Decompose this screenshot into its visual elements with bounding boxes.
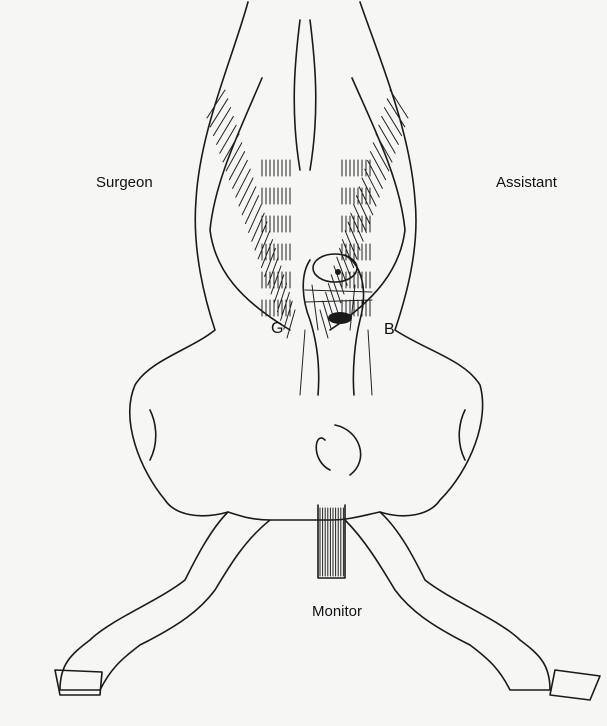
hatch-stroke	[255, 222, 267, 250]
hatch-stroke	[249, 204, 262, 232]
rump-curves	[150, 410, 465, 475]
right-leg	[345, 512, 550, 690]
hatch-stroke	[365, 169, 379, 197]
hatch-stroke	[362, 178, 376, 206]
muscle-hatching-left	[207, 90, 295, 338]
hatch-stroke	[223, 134, 239, 162]
hatch-stroke	[207, 90, 225, 118]
hatch-stroke	[268, 257, 278, 285]
hatch-stroke	[239, 178, 253, 206]
hatch-stroke	[229, 152, 244, 180]
lumen-inner	[328, 312, 352, 324]
g-label: G	[271, 321, 283, 337]
hatch-stroke	[242, 187, 256, 215]
marker-dot	[335, 269, 341, 275]
back-ridge	[294, 20, 316, 170]
assistant-label: Assistant	[496, 175, 557, 190]
hatch-stroke	[220, 125, 236, 153]
hatch-stroke	[258, 231, 270, 259]
hatch-stroke	[379, 125, 395, 153]
hatch-stroke	[236, 169, 250, 197]
hatch-stroke	[217, 116, 234, 144]
hatch-stroke	[351, 213, 363, 241]
left-leg	[60, 512, 270, 690]
hatch-stroke	[233, 160, 248, 188]
hatch-stroke	[245, 196, 258, 224]
surgeon-label: Surgeon	[96, 175, 153, 190]
hatch-stroke	[370, 152, 385, 180]
hatch-stroke	[382, 116, 399, 144]
hatch-stroke	[271, 266, 281, 294]
hatch-stroke	[342, 240, 353, 268]
hatch-stroke	[213, 108, 230, 136]
b-label: B	[384, 322, 395, 338]
hatch-stroke	[384, 108, 401, 136]
vessel-lines	[300, 285, 372, 395]
hatch-stroke	[354, 204, 367, 232]
hatch-stroke	[345, 231, 357, 259]
hatch-stroke	[331, 275, 341, 303]
right-hoof	[550, 670, 600, 700]
monitor-label: Monitor	[312, 604, 362, 619]
hatch-stroke	[376, 134, 392, 162]
hatch-stroke	[340, 248, 351, 276]
hatch-stroke	[387, 99, 405, 127]
tail-hatching	[320, 508, 343, 576]
hatch-stroke	[261, 240, 272, 268]
torso-outline	[130, 2, 483, 520]
hatch-stroke	[328, 284, 337, 312]
